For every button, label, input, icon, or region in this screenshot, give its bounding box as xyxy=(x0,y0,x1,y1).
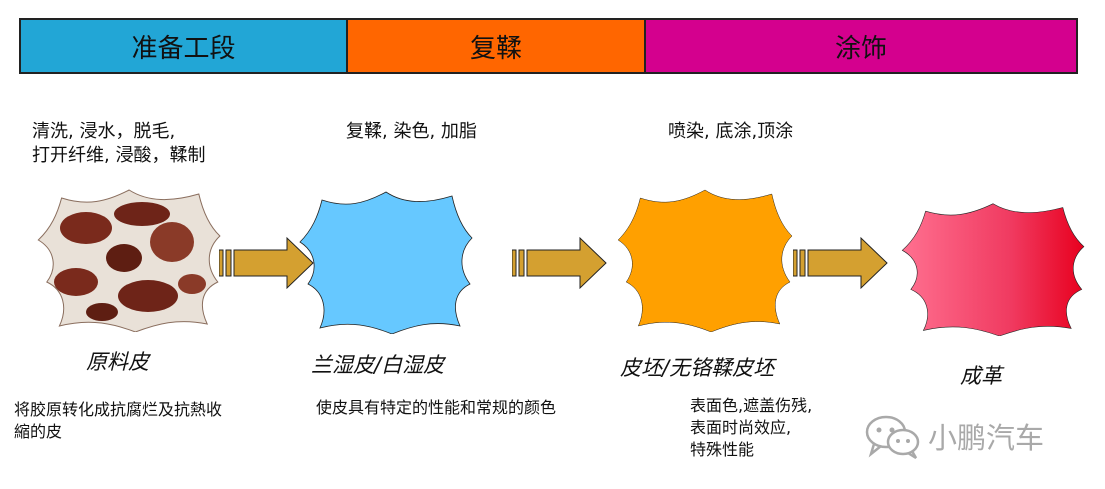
stage-finishing: 涂饰 xyxy=(644,18,1078,74)
stage-description: 复鞣, 染色, 加脂 xyxy=(346,120,477,144)
arrow-stripe xyxy=(225,249,232,277)
stage-label: 复鞣 xyxy=(469,33,522,64)
hide-shape xyxy=(617,189,793,332)
hide-label-finished: 成革 xyxy=(960,364,1002,388)
note-line: 表面时尚效应, xyxy=(690,418,792,437)
arrow-stripe xyxy=(219,249,224,277)
note-line: 将胶原转化成抗腐烂及抗熱收 xyxy=(14,400,223,419)
hide-label-crust: 皮坯/无铬鞣皮坯 xyxy=(620,356,775,380)
hide-label-raw: 原料皮 xyxy=(86,350,149,374)
arrow-body xyxy=(526,236,607,290)
arrow-stripe xyxy=(518,249,525,277)
description-line: 清洗, 浸水，脱毛, xyxy=(32,121,176,142)
raw-hide-image xyxy=(37,189,221,332)
arrow-stripe xyxy=(799,249,806,277)
stage-label: 涂饰 xyxy=(834,33,887,64)
note-line: 使皮具有特定的性能和常规的颜色 xyxy=(316,398,557,417)
stage-description: 喷染, 底涂,顶涂 xyxy=(668,120,793,144)
process-arrow xyxy=(512,236,607,290)
wechat-icon xyxy=(865,415,920,460)
stage-label: 准备工段 xyxy=(131,33,236,64)
stage-retanning: 复鞣 xyxy=(346,18,646,74)
crust-hide-shape xyxy=(617,189,793,332)
arrow-stripe xyxy=(793,249,798,277)
description-line: 喷染, 底涂,顶涂 xyxy=(668,121,794,142)
wet-blue-hide-shape xyxy=(299,191,473,334)
hide-note: 将胶原转化成抗腐烂及抗熱收 縮的皮 xyxy=(14,399,222,443)
finished-leather-shape xyxy=(901,203,1085,336)
note-line: 縮的皮 xyxy=(14,422,63,441)
hide-label-wet: 兰湿皮/白湿皮 xyxy=(311,353,445,377)
description-line: 复鞣, 染色, 加脂 xyxy=(346,121,477,142)
watermark-text: 小鹏汽车 xyxy=(928,421,1045,455)
arrow-body xyxy=(233,236,314,290)
hide-note: 使皮具有特定的性能和常规的颜色 xyxy=(316,397,556,419)
hide-note: 表面色,遮盖伤残, 表面时尚效应, 特殊性能 xyxy=(690,395,812,461)
description-line: 打开纤维, 浸酸，鞣制 xyxy=(32,145,206,166)
arrow-stripe xyxy=(512,249,517,277)
stage-preparation: 准备工段 xyxy=(19,18,348,74)
stage-description: 清洗, 浸水，脱毛, 打开纤维, 浸酸，鞣制 xyxy=(32,120,205,168)
note-line: 特殊性能 xyxy=(690,440,755,459)
process-arrow xyxy=(793,236,888,290)
watermark: 小鹏汽车 xyxy=(864,412,1044,460)
arrow-body xyxy=(807,236,888,290)
note-line: 表面色,遮盖伤残, xyxy=(690,396,813,415)
hide-shape xyxy=(901,203,1085,336)
process-arrow xyxy=(219,236,314,290)
hide-shape xyxy=(299,191,473,334)
